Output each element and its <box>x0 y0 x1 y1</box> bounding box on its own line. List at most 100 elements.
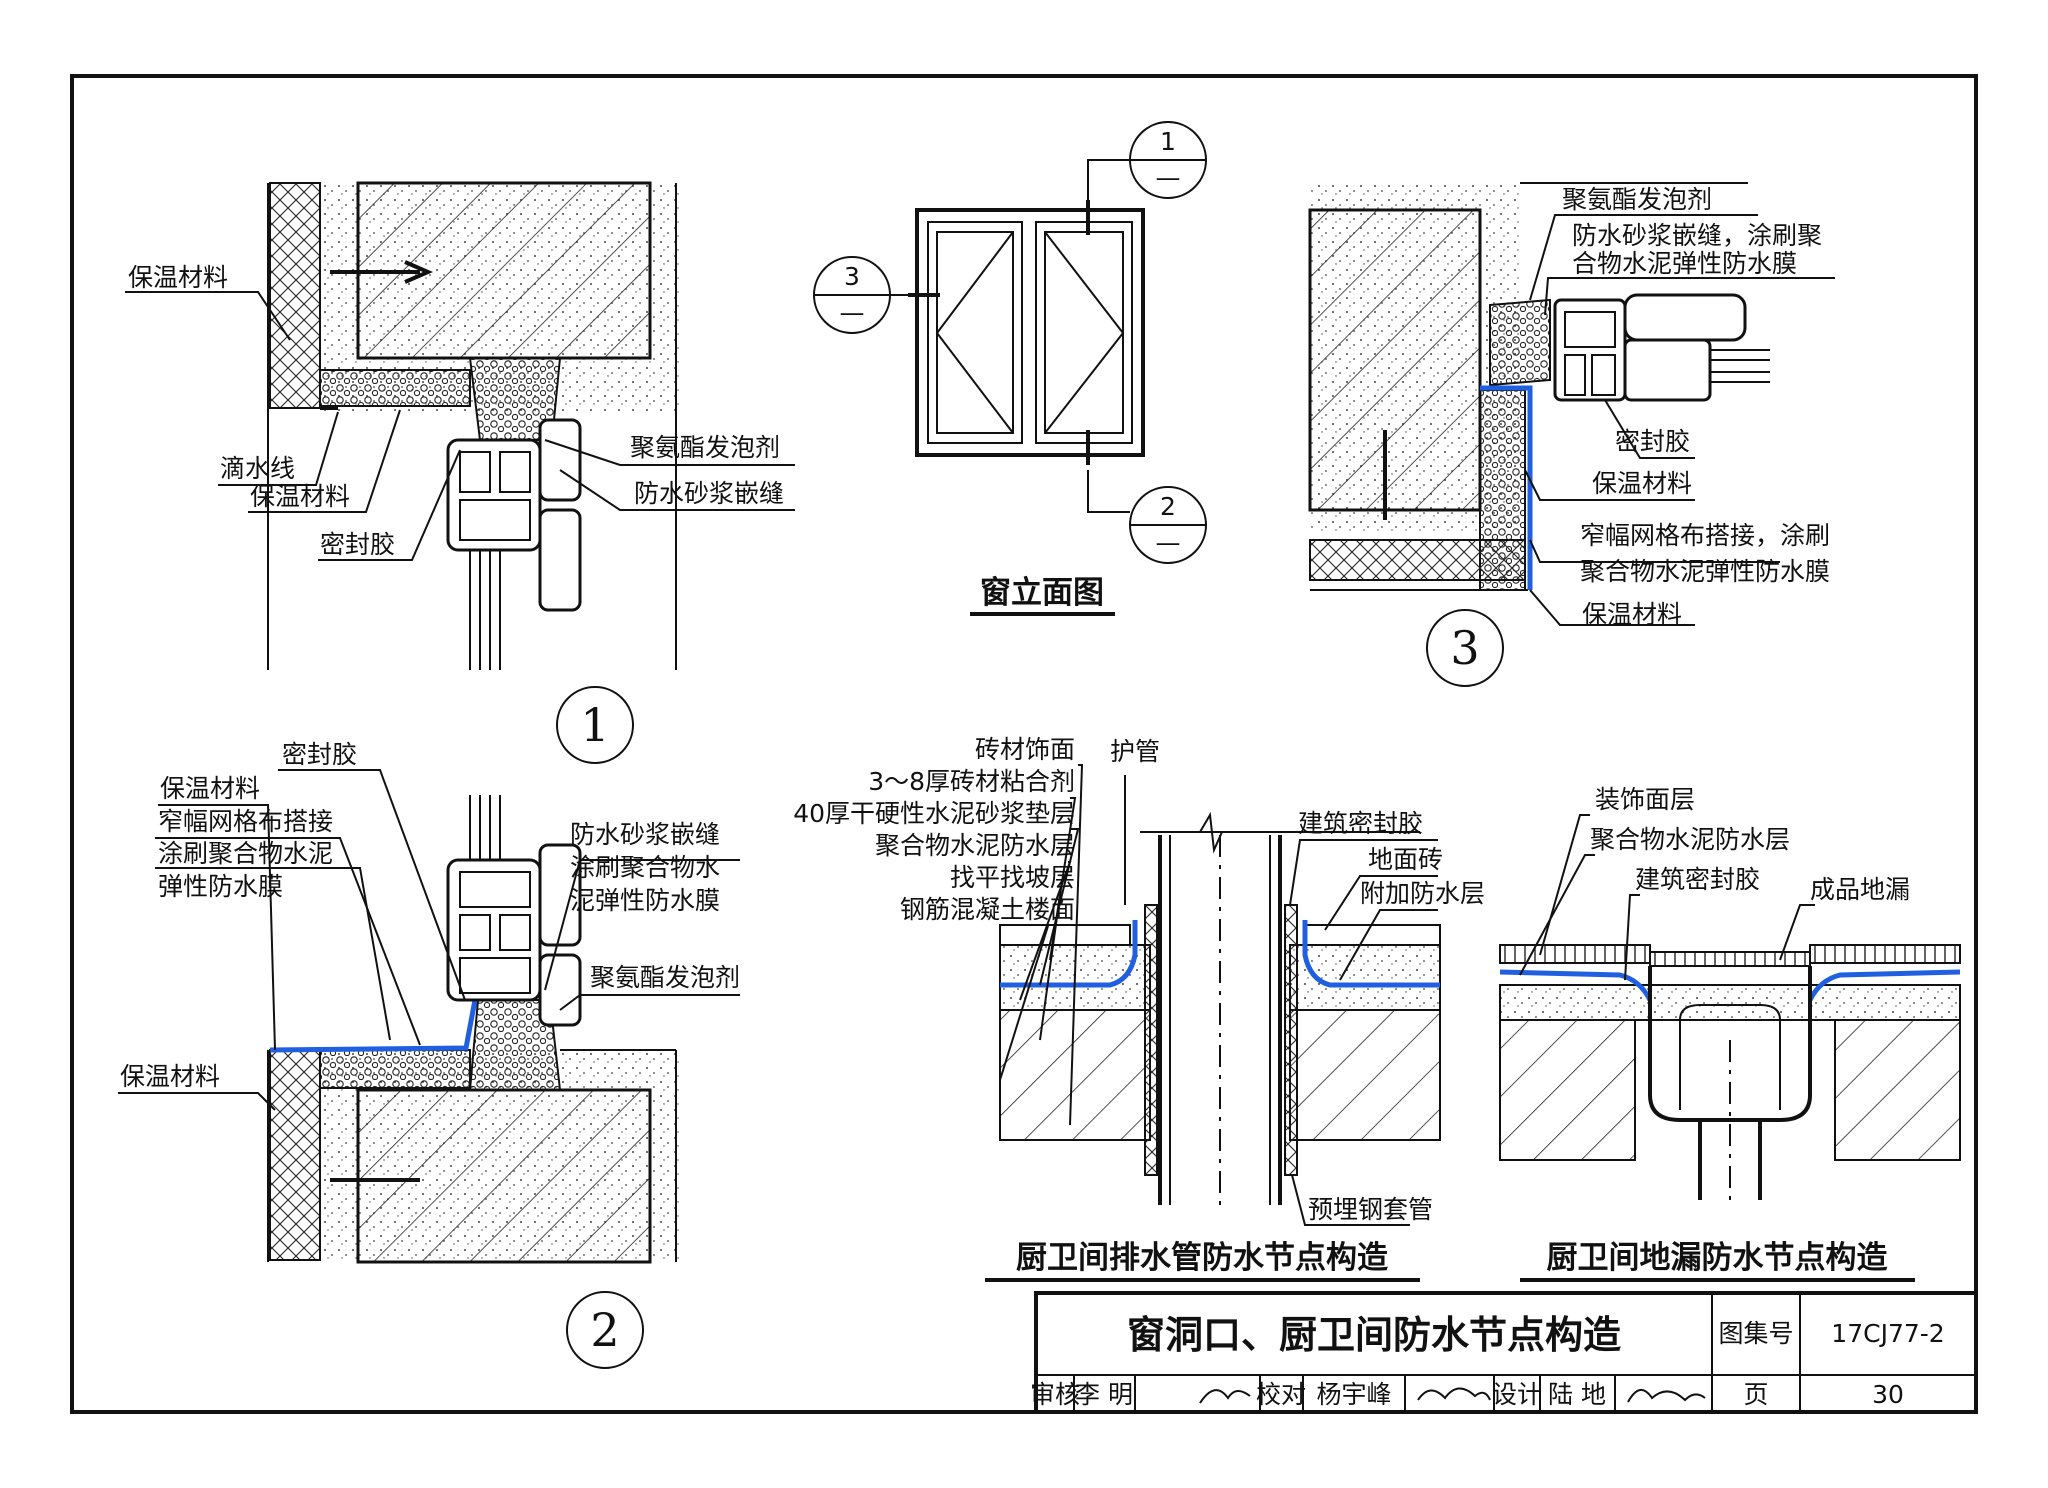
d2-label-insulation-bottom: 保温材料 <box>120 1062 220 1091</box>
reviewer-signature <box>1199 1389 1251 1404</box>
design-label: 设计 <box>1492 1380 1542 1409</box>
drain-body <box>1648 966 1812 1122</box>
detail-1-number: 1 <box>580 698 609 752</box>
drain-pipe-detail <box>999 764 1441 1226</box>
d3-label-mortar-joint: 防水砂浆嵌缝，涂刷聚 <box>1572 221 1822 250</box>
drain-pipe-title: 厨卫间排水管防水节点构造 <box>1016 1240 1388 1276</box>
drain-trap <box>1679 1004 1781 1110</box>
sill-insulation-strip <box>319 1049 471 1089</box>
marker-2-number: 2 <box>1160 492 1176 521</box>
detail-3-number: 3 <box>1450 621 1479 675</box>
steel-sleeve-left <box>1144 904 1158 1176</box>
marker-3-number: 3 <box>844 262 860 291</box>
pipe-layer-slab: 钢筋混凝土楼面 <box>900 895 1075 924</box>
d3-label-pu-foam: 聚氨酯发泡剂 <box>1562 185 1712 214</box>
d1-label-sealant: 密封胶 <box>320 530 395 559</box>
waterproof-membrane-2 <box>269 999 478 1053</box>
pipe-label-sealant: 建筑密封胶 <box>1298 809 1423 838</box>
sheet-border <box>70 74 1978 1414</box>
detail-3-window-jamb <box>1308 182 1835 626</box>
title-block <box>1034 1291 1978 1414</box>
d2-label-mesh: 窄幅网格布搭接 <box>158 807 333 836</box>
detail-2-number: 2 <box>590 1303 619 1357</box>
designer-signature <box>1627 1389 1706 1403</box>
detail-1-marker <box>556 686 634 764</box>
designer-name: 陆 地 <box>1548 1380 1606 1409</box>
membrane-pipe-right <box>1302 920 1440 988</box>
page-number: 30 <box>1872 1380 1904 1409</box>
drain-label-floor-drain: 成品地漏 <box>1810 875 1910 904</box>
pipe-layer-mortar-bed: 40厚干硬性水泥砂浆垫层 <box>793 799 1075 828</box>
marker-1-sub: — <box>1156 163 1181 192</box>
d3-label-sealant: 密封胶 <box>1615 427 1690 456</box>
d3-label-insulation-2: 保温材料 <box>1582 600 1682 629</box>
d2-label-coating-right: 涂刷聚合物水 <box>570 853 720 882</box>
pipe-label-floor-tile: 地面砖 <box>1368 845 1443 874</box>
concrete-sill <box>356 1088 652 1264</box>
wall-insulation-layer <box>269 182 321 409</box>
floor-insulation-3 <box>1309 539 1526 581</box>
pipe-layer-screed: 找平找坡层 <box>950 863 1075 892</box>
window-outer-frame <box>915 208 1145 457</box>
atlas-number: 17CJ77-2 <box>1831 1319 1944 1348</box>
floor-drain-title: 厨卫间地漏防水节点构造 <box>1547 1240 1888 1276</box>
pipe-layer-tile-finish: 砖材饰面 <box>975 735 1075 764</box>
pipe-floor-slab-right <box>1289 1009 1441 1141</box>
floor-drain-detail <box>1499 814 1961 1200</box>
membrane-pipe-left <box>1000 920 1138 988</box>
review-label: 审核 <box>1030 1380 1080 1409</box>
d1-label-drip-line: 滴水线 <box>220 454 295 483</box>
drain-finish-right <box>1809 944 1961 964</box>
drain-label-waterproof: 聚合物水泥防水层 <box>1590 825 1790 854</box>
marker-1-number: 1 <box>1160 127 1176 156</box>
concrete-jamb <box>1308 208 1482 512</box>
drawing-title: 窗洞口、厨卫间防水节点构造 <box>1127 1313 1621 1357</box>
drain-slab-right <box>1834 1019 1961 1161</box>
detail-2-marker <box>566 1291 644 1369</box>
detail-1-window-head <box>125 181 795 670</box>
detail-2-window-sill <box>118 769 740 1264</box>
drain-membrane-right <box>1807 969 1961 1002</box>
window-frame-profile-3 <box>1553 293 1770 402</box>
drain-membrane-left <box>1499 969 1653 1002</box>
drain-label-finish: 装饰面层 <box>1595 785 1695 814</box>
d1-label-pu-foam: 聚氨酯发泡剂 <box>630 433 780 462</box>
d2-label-coating: 涂刷聚合物水泥 <box>158 839 333 868</box>
d2-label-coating-2: 弹性防水膜 <box>158 872 283 901</box>
reviewer-name: 李 明 <box>1075 1380 1133 1409</box>
d1-label-mortar-joint: 防水砂浆嵌缝 <box>634 479 784 508</box>
d2-label-coating-right-2: 泥弹性防水膜 <box>570 886 720 915</box>
pipe-layer-adhesive: 3～8厚砖材粘合剂 <box>868 767 1075 796</box>
head-insulation-strip <box>319 369 471 407</box>
d2-label-insulation-top: 保温材料 <box>160 774 260 803</box>
checker-signature <box>1417 1387 1491 1401</box>
anchor-bolt <box>330 260 434 284</box>
window-frame-profile-2 <box>446 795 582 1027</box>
marker-3-sub: — <box>840 298 865 327</box>
detail-3-marker <box>1426 609 1504 687</box>
d3-label-insulation: 保温材料 <box>1592 469 1692 498</box>
check-label: 校对 <box>1256 1380 1306 1409</box>
pipe-label-guard-tube: 护管 <box>1110 737 1160 766</box>
d2-label-mortar-joint: 防水砂浆嵌缝 <box>570 820 720 849</box>
drain-grate <box>1649 951 1811 967</box>
d2-label-pu-foam: 聚氨酯发泡剂 <box>590 963 740 992</box>
d3-label-mesh-2: 聚合物水泥弹性防水膜 <box>1580 557 1830 586</box>
d1-label-insulation-bottom: 保温材料 <box>250 482 350 511</box>
d3-label-mortar-joint-2: 合物水泥弹性防水膜 <box>1572 249 1797 278</box>
window-elevation <box>870 159 1145 513</box>
elevation-title: 窗立面图 <box>980 575 1104 611</box>
d2-label-sealant: 密封胶 <box>282 740 357 769</box>
drain-slab-left <box>1499 1019 1636 1161</box>
drain-label-sealant: 建筑密封胶 <box>1635 865 1760 894</box>
sill-wall-insulation <box>269 1049 321 1261</box>
floor-tile-left <box>999 924 1131 946</box>
pipe-layer-waterproof: 聚合物水泥防水层 <box>875 831 1075 860</box>
pipe-floor-slab-left <box>999 1009 1151 1141</box>
page-label: 页 <box>1743 1380 1768 1409</box>
marker-2-sub: — <box>1156 528 1181 557</box>
checker-name: 杨宇峰 <box>1316 1380 1391 1409</box>
window-frame-profile-1 <box>446 418 582 670</box>
pipe-label-extra-waterproof: 附加防水层 <box>1360 879 1485 908</box>
